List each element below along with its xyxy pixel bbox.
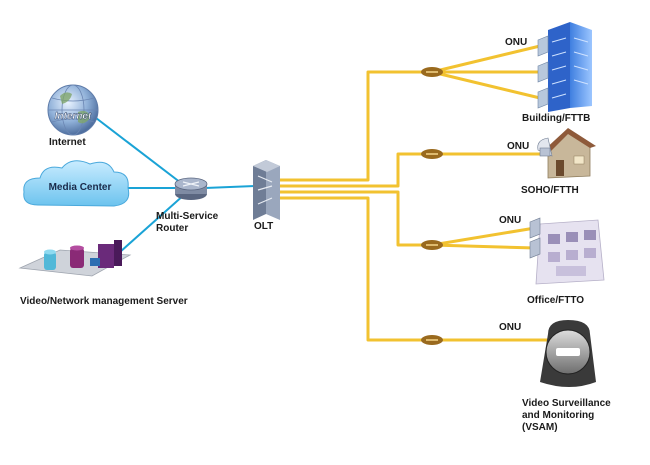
fiber-building-1 bbox=[431, 44, 541, 74]
globe-icon bbox=[47, 84, 99, 136]
onu-office-label: ONU bbox=[499, 215, 522, 226]
splitter-icon bbox=[421, 240, 443, 250]
link-internet-router bbox=[95, 117, 186, 187]
office-room-icon bbox=[529, 217, 605, 285]
soho-label: SOHO/FTTH bbox=[521, 185, 579, 196]
splitter-icon bbox=[421, 335, 443, 345]
surveillance-camera-icon bbox=[540, 320, 596, 387]
fiber-to-office bbox=[272, 190, 432, 247]
fiber-to-soho bbox=[272, 152, 545, 188]
fiber-to-vsam bbox=[272, 196, 548, 342]
fiber-links bbox=[272, 44, 548, 342]
house-icon bbox=[537, 128, 596, 179]
olt-icon bbox=[253, 160, 280, 220]
link-router-olt bbox=[204, 185, 256, 189]
fiber-office-2 bbox=[431, 243, 536, 250]
router-label: Multi-Service Router bbox=[156, 211, 219, 234]
media-center-label: Media Center bbox=[49, 182, 112, 193]
internet-label: Internet bbox=[49, 137, 86, 148]
ethernet-links bbox=[95, 117, 256, 253]
splitter-icon bbox=[421, 67, 443, 77]
fiber-to-building bbox=[272, 70, 432, 182]
office-building-icon bbox=[537, 22, 592, 112]
cloud-icon bbox=[23, 160, 130, 207]
splitter-icon bbox=[421, 149, 443, 159]
onu-vsam-label: ONU bbox=[499, 322, 522, 333]
server-label: Video/Network management Server bbox=[20, 296, 188, 307]
server-rack-icon bbox=[18, 240, 132, 277]
fiber-office-1 bbox=[431, 226, 536, 247]
internet-globe-label: Internet bbox=[55, 111, 92, 122]
vsam-label: Video Surveillance and Monitoring (VSAM) bbox=[522, 398, 611, 433]
building-label: Building/FTTB bbox=[522, 113, 591, 124]
link-server-router bbox=[119, 193, 186, 253]
fiber-building-3 bbox=[431, 70, 541, 100]
office-label: Office/FTTO bbox=[527, 295, 585, 306]
onu-soho-label: ONU bbox=[507, 141, 530, 152]
router-icon bbox=[174, 177, 208, 200]
onu-building-label: ONU bbox=[505, 37, 528, 48]
olt-label: OLT bbox=[254, 221, 274, 232]
